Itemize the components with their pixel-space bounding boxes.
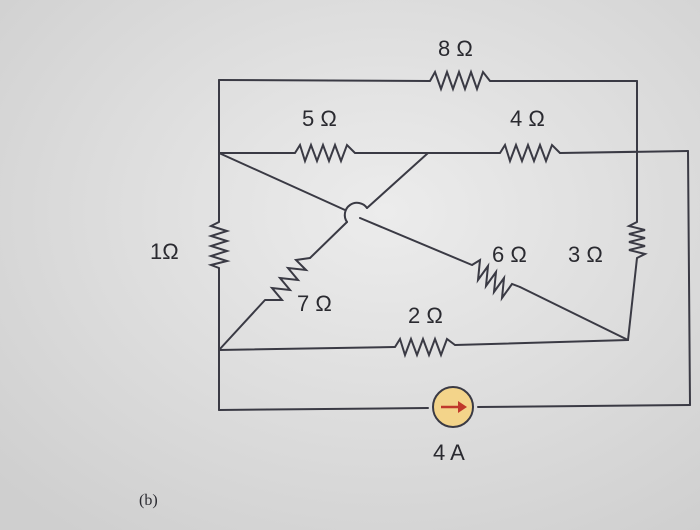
label-r7: 7 Ω: [297, 291, 332, 316]
label-r2: 2 Ω: [408, 303, 443, 328]
resistor-4: [499, 142, 561, 165]
resistor-2: [394, 336, 456, 359]
label-r1: 1Ω: [150, 239, 179, 264]
wire-source: [218, 404, 691, 411]
resistor-1: [207, 221, 231, 269]
wire-bottom-middle: [218, 339, 629, 351]
label-r8: 8 Ω: [438, 36, 473, 61]
wire-right-lower: [627, 257, 638, 341]
wire-diagonal-7-lower: [218, 221, 348, 351]
label-r3: 3 Ω: [568, 242, 603, 267]
current-source: [432, 386, 474, 428]
crossover-hop: [343, 201, 368, 223]
resistor-6: [471, 258, 521, 302]
resistor-8: [429, 68, 491, 93]
resistor-5: [294, 142, 356, 165]
wire-far-right: [687, 150, 691, 406]
label-r6: 6 Ω: [492, 242, 527, 267]
wire-diagonal-7: [366, 152, 429, 209]
label-r5: 5 Ω: [302, 106, 337, 131]
label-r4: 4 Ω: [510, 106, 545, 131]
figure-label: (b): [139, 492, 158, 509]
current-arrow-icon: [458, 401, 467, 413]
resistor-7: [265, 257, 311, 301]
label-source: 4 A: [433, 440, 465, 465]
wire-diagonal-6: [218, 152, 629, 341]
resistor-3: [626, 221, 648, 259]
wire-top: [218, 79, 638, 82]
